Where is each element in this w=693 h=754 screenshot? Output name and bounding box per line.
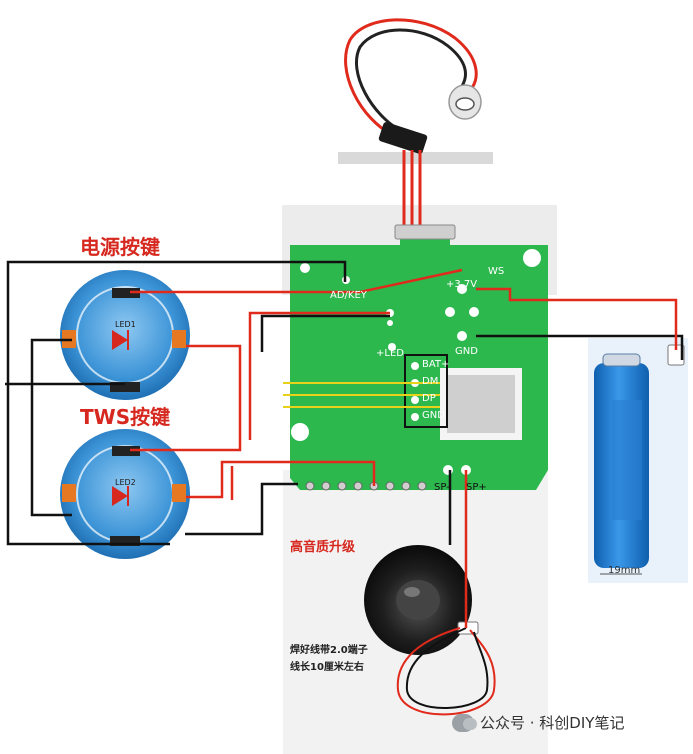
pcb-label-sp-plus: SP+ <box>466 482 487 493</box>
battery-width-label: 19mm <box>608 565 641 576</box>
pcb-label-led: +LED <box>376 348 404 359</box>
usb-c-connector <box>448 84 482 120</box>
pcb-pads <box>342 276 479 475</box>
pcb-label-gnd2: GND <box>422 410 445 421</box>
watermark-text: 公众号 · 科创DIY笔记 <box>480 714 625 732</box>
red-wires <box>130 268 678 628</box>
pcb-label-3v7: +3.7V <box>446 279 478 290</box>
pcb-label-dp: DP <box>422 393 436 404</box>
usb-cable <box>344 18 482 225</box>
pcb-label-gnd: GND <box>455 346 478 357</box>
pcb-label-dm: DM <box>422 376 439 387</box>
led1-label: LED1 <box>115 320 136 329</box>
pcb-label-bat: BAT+ <box>422 359 450 370</box>
yellow-data-lines <box>283 382 440 408</box>
sound-upgrade-label: 高音质升级 <box>290 540 356 555</box>
watermark: 公众号 · 科创DIY笔记 <box>452 712 624 733</box>
header-pins <box>305 481 427 491</box>
led2-label: LED2 <box>115 478 136 487</box>
wechat-icon <box>452 713 477 732</box>
speaker <box>364 545 496 716</box>
battery <box>594 344 685 575</box>
tws-button-label: TWS按键 <box>80 405 171 429</box>
pcb-label-ws: WS <box>488 266 505 277</box>
tws-button[interactable] <box>60 429 190 559</box>
pcb-board <box>290 224 548 491</box>
wire-note-line-1: 焊好线带2.0端子 <box>290 645 368 656</box>
pcb-label-ad-key: AD/KEY <box>330 290 367 301</box>
wire-note-line-2: 线长10厘米左右 <box>290 662 364 673</box>
black-wires <box>5 260 684 546</box>
power-button[interactable] <box>60 270 190 400</box>
pcb-label-sp-minus: SP- <box>434 482 450 493</box>
power-button-label: 电源按键 <box>80 235 160 259</box>
